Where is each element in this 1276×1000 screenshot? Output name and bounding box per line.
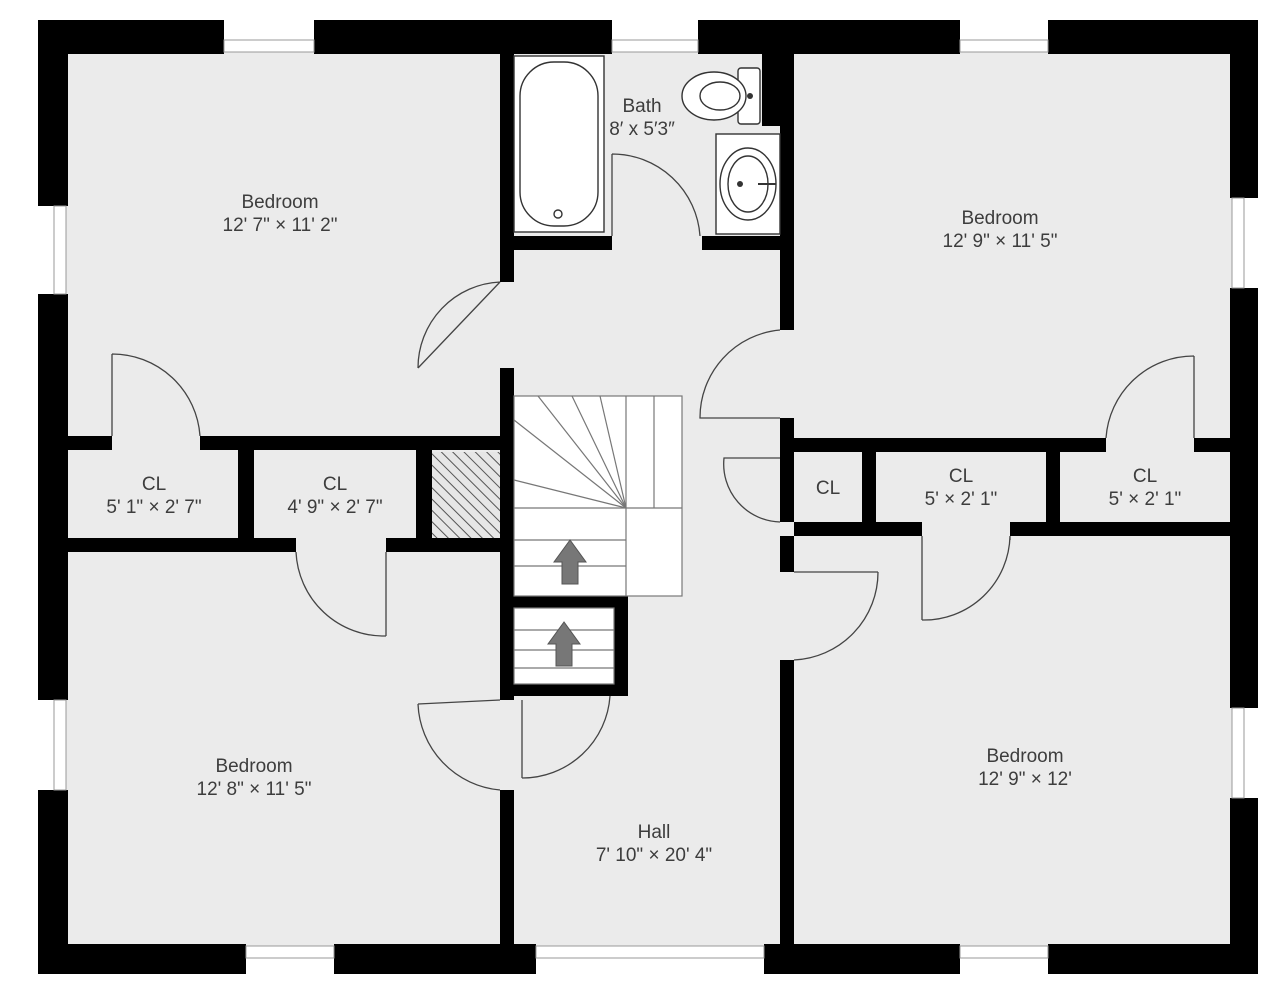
stair-up-arrow-icon [547,621,581,667]
doors [111,153,1195,791]
toilet-icon [681,67,761,125]
interior-walls [60,48,1238,948]
sink-icon [715,133,781,235]
windows [53,39,1245,959]
outer-walls [38,20,1258,974]
stairs-upper [513,395,683,597]
bathtub-icon [513,55,605,233]
chimney-hatch-icon [432,452,500,538]
stair-up-arrow-icon [553,539,587,585]
bath-fixtures [513,55,781,235]
